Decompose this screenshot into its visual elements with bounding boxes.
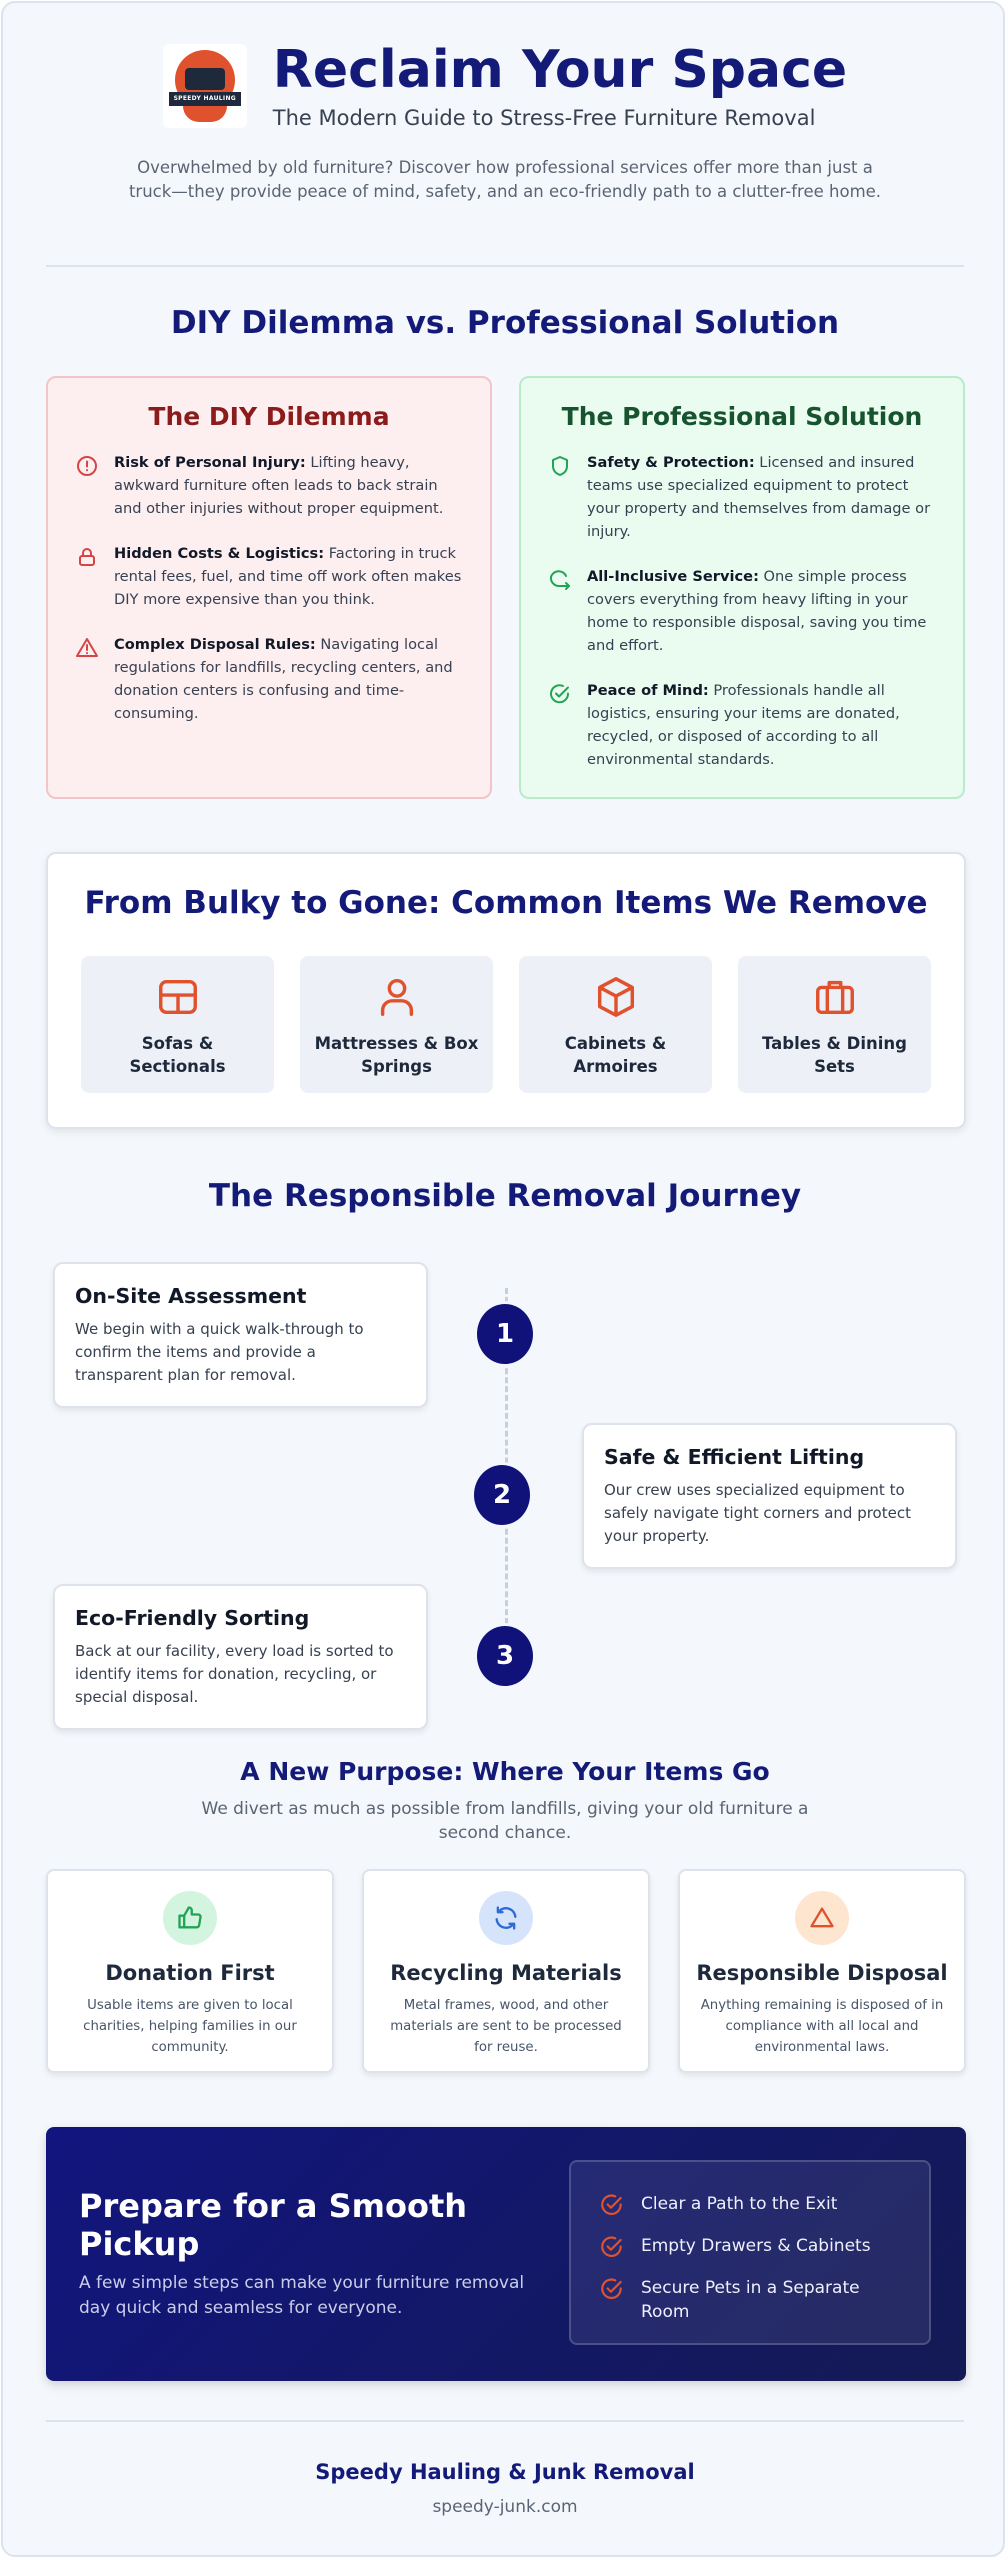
step-title: Eco-Friendly Sorting <box>75 1606 310 1630</box>
item-label: Cabinets & Armoires <box>564 1034 667 1076</box>
footer-website-link[interactable]: speedy-junk.com <box>432 2497 578 2517</box>
purpose-card-donation: Donation First Usable items are given to… <box>46 1869 334 2073</box>
shield-icon <box>547 453 573 479</box>
item-tile-mattresses: Mattresses & Box Springs <box>300 956 493 1093</box>
step-title: Safe & Efficient Lifting <box>604 1445 865 1469</box>
company-logo: SPEEDY HAULING <box>162 44 247 129</box>
person-icon <box>300 972 493 1022</box>
item-tile-tables: Tables & Dining Sets <box>738 956 931 1093</box>
diy-point: Risk of Personal Injury: Lifting heavy, … <box>74 451 464 520</box>
pro-heading: The Professional Solution <box>561 402 923 431</box>
checklist-label: Secure Pets in a Separate Room <box>641 2278 860 2322</box>
sofa-icon <box>81 972 274 1022</box>
step-number-badge: 2 <box>471 1462 533 1528</box>
diy-point: Hidden Costs & Logistics: Factoring in t… <box>74 542 464 611</box>
pro-point: Peace of Mind: Professionals handle all … <box>547 679 937 771</box>
prep-title: Prepare for a Smooth Pickup <box>79 2187 468 2263</box>
timeline-line <box>505 1288 508 1624</box>
pro-point: Safety & Protection: Licensed and insure… <box>547 451 937 543</box>
step-text: Our crew uses specialized equipment to s… <box>604 1481 911 1545</box>
diy-heading: The DIY Dilemma <box>148 402 390 431</box>
divider <box>46 265 964 267</box>
briefcase-icon <box>738 972 931 1022</box>
prepare-pickup-banner: Prepare for a Smooth Pickup A few simple… <box>46 2127 966 2381</box>
check-circle-icon <box>599 2192 627 2218</box>
purpose-card-recycling: Recycling Materials Metal frames, wood, … <box>362 1869 650 2073</box>
check-circle-icon <box>599 2234 627 2260</box>
purpose-title: A New Purpose: Where Your Items Go <box>240 1757 770 1786</box>
purpose-subtitle: We divert as much as possible from landf… <box>201 1799 809 1843</box>
item-tile-sofas: Sofas & Sectionals <box>81 956 274 1093</box>
comparison-title: DIY Dilemma vs. Professional Solution <box>170 305 840 341</box>
pro-point: All-Inclusive Service: One simple proces… <box>547 565 937 657</box>
professional-solution-card: The Professional Solution Safety & Prote… <box>519 376 965 799</box>
checklist-label: Clear a Path to the Exit <box>641 2194 838 2214</box>
check-circle-icon <box>547 681 573 707</box>
divider <box>46 2420 964 2422</box>
intro-text: Overwhelmed by old furniture? Discover h… <box>128 158 882 201</box>
journey-step-card: Safe & Efficient Lifting Our crew uses s… <box>582 1423 957 1569</box>
journey-step-card: Eco-Friendly Sorting Back at our facilit… <box>53 1584 428 1730</box>
item-tile-cabinets: Cabinets & Armoires <box>519 956 712 1093</box>
page-subtitle: The Modern Guide to Stress-Free Furnitur… <box>272 105 816 130</box>
journey-step-card: On-Site Assessment We begin with a quick… <box>53 1262 428 1408</box>
purpose-card-title: Donation First <box>105 1961 275 1985</box>
purpose-card-title: Recycling Materials <box>390 1961 622 1985</box>
checklist-item: Clear a Path to the Exit <box>599 2192 901 2218</box>
alert-circle-icon <box>74 453 100 479</box>
item-label: Tables & Dining Sets <box>762 1034 907 1076</box>
footer-company: Speedy Hauling & Junk Removal <box>315 2460 695 2484</box>
purpose-card-title: Responsible Disposal <box>696 1961 948 1985</box>
journey-title: The Responsible Removal Journey <box>208 1178 802 1214</box>
diy-dilemma-card: The DIY Dilemma Risk of Personal Injury:… <box>46 376 492 799</box>
purpose-card-text: Usable items are given to local charitie… <box>83 1998 297 2055</box>
item-label: Mattresses & Box Springs <box>314 1034 479 1076</box>
step-number-badge: 3 <box>474 1623 536 1689</box>
item-label: Sofas & Sectionals <box>129 1034 226 1076</box>
common-items-section: From Bulky to Gone: Common Items We Remo… <box>46 852 966 1129</box>
step-text: Back at our facility, every load is sort… <box>75 1642 394 1706</box>
header: SPEEDY HAULING Reclaim Your Space The Mo… <box>3 40 1003 130</box>
warning-triangle-icon <box>74 635 100 661</box>
checklist-item: Empty Drawers & Cabinets <box>599 2234 901 2260</box>
prep-checklist: Clear a Path to the Exit Empty Drawers &… <box>569 2160 931 2345</box>
step-title: On-Site Assessment <box>75 1284 307 1308</box>
checklist-label: Empty Drawers & Cabinets <box>641 2236 871 2256</box>
box-icon <box>519 972 712 1022</box>
items-title: From Bulky to Gone: Common Items We Remo… <box>84 885 928 921</box>
lock-icon <box>74 544 100 570</box>
step-number-badge: 1 <box>474 1301 536 1367</box>
diy-point: Complex Disposal Rules: Navigating local… <box>74 633 464 725</box>
check-circle-icon <box>599 2276 627 2302</box>
purpose-card-text: Metal frames, wood, and other materials … <box>390 1998 622 2055</box>
triangle-icon <box>795 1891 849 1945</box>
step-text: We begin with a quick walk-through to co… <box>75 1320 364 1384</box>
prep-text: A few simple steps can make your furnitu… <box>79 2273 525 2318</box>
recycle-icon <box>479 1891 533 1945</box>
refresh-arrow-icon <box>547 567 573 593</box>
page-title: Reclaim Your Space <box>272 40 848 100</box>
thumbs-up-icon <box>163 1891 217 1945</box>
checklist-item: Secure Pets in a Separate Room <box>599 2276 901 2324</box>
purpose-card-text: Anything remaining is disposed of in com… <box>700 1998 944 2055</box>
purpose-card-disposal: Responsible Disposal Anything remaining … <box>678 1869 966 2073</box>
